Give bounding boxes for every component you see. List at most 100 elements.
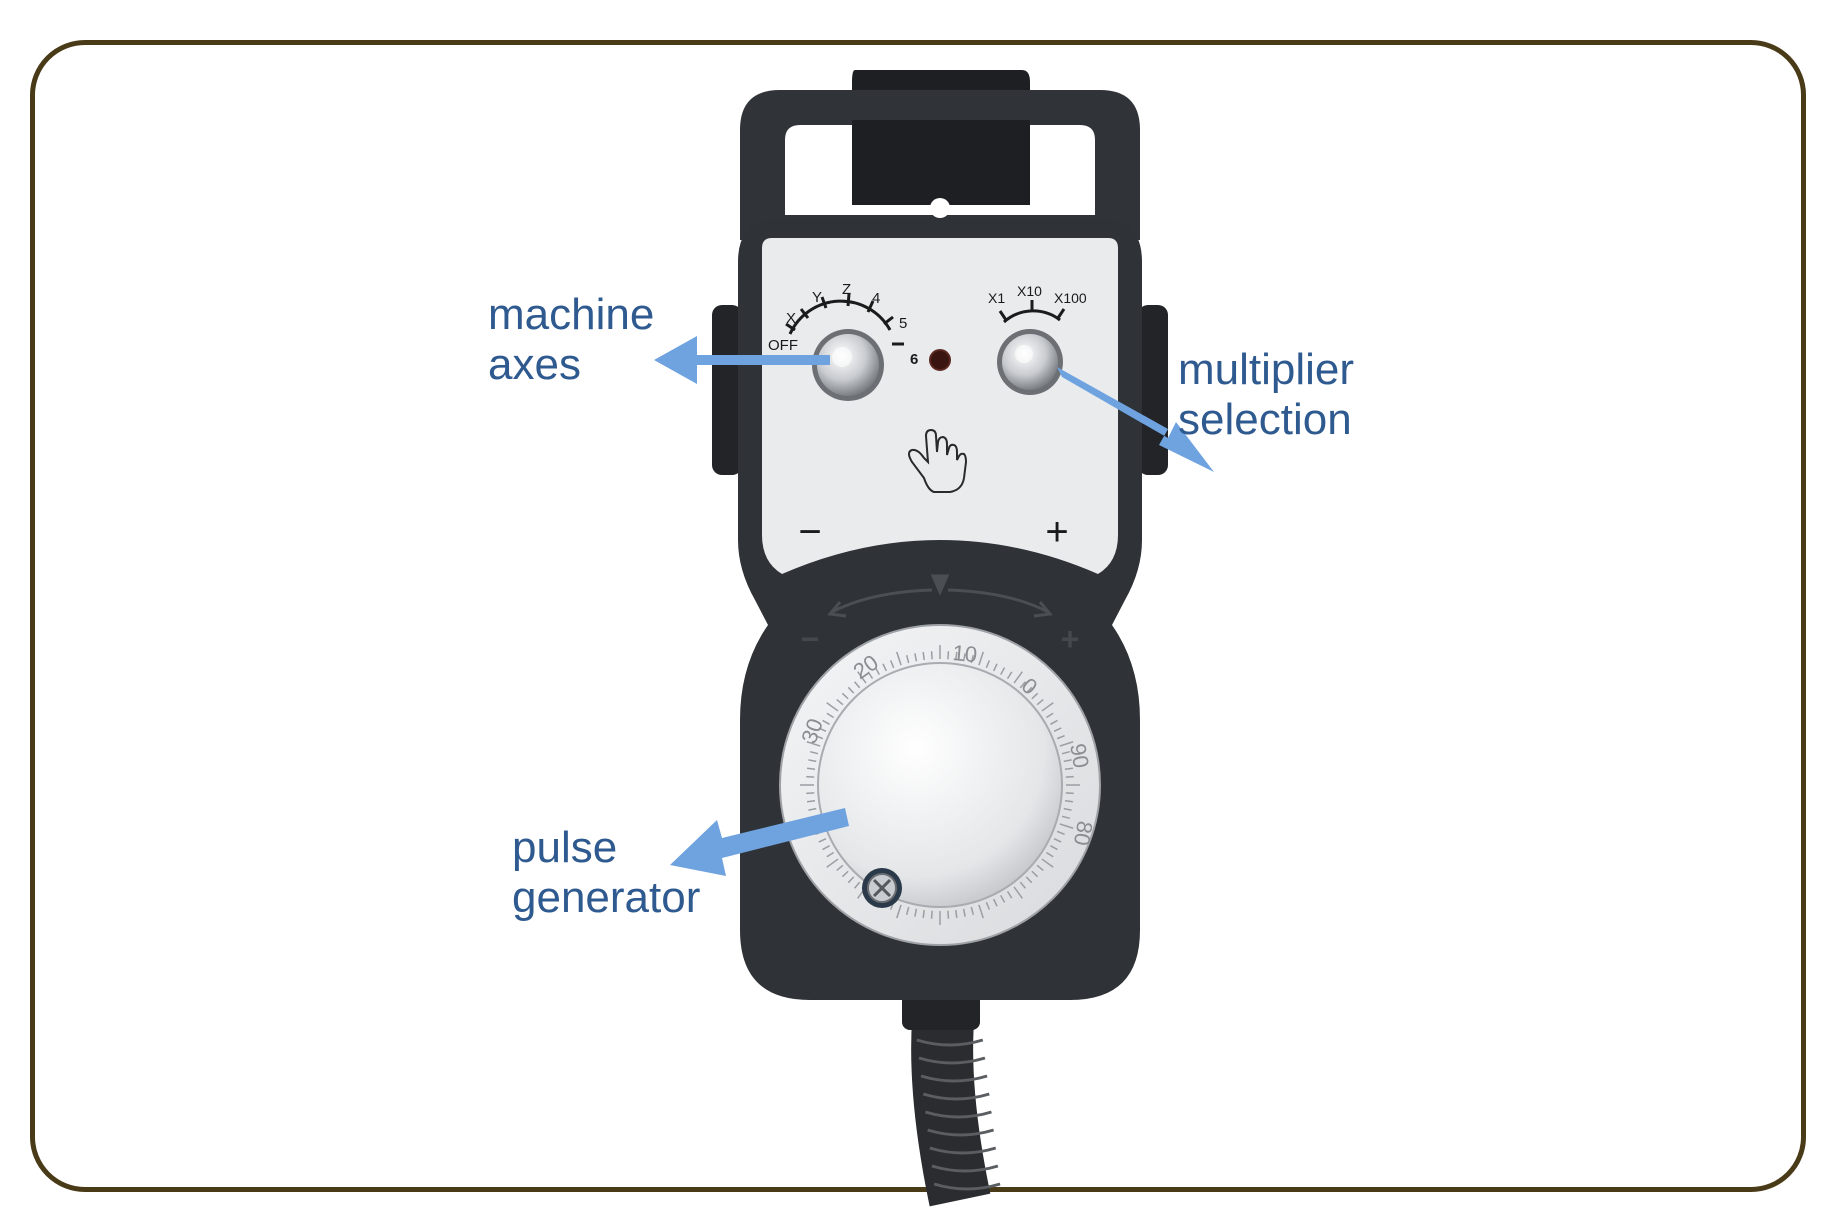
wheel-tick bbox=[896, 651, 902, 666]
wheel-tick bbox=[914, 908, 918, 917]
wheel-tick bbox=[889, 660, 895, 669]
wheel-tick bbox=[808, 759, 817, 763]
wheel-tick bbox=[1045, 851, 1054, 858]
axis-label-z: Z bbox=[842, 281, 851, 298]
wheel-tick bbox=[841, 692, 849, 700]
wheel-tick bbox=[867, 671, 874, 680]
wheel-tick bbox=[905, 655, 910, 664]
wheel-tick bbox=[978, 904, 984, 919]
callout-machine-axes-line-2: axes bbox=[488, 340, 581, 389]
wheel-tick bbox=[1045, 712, 1054, 719]
wheel-tick bbox=[1059, 823, 1074, 829]
wheel-ticks bbox=[800, 645, 1080, 925]
wheel-tick bbox=[1065, 775, 1074, 778]
wheel-tick bbox=[947, 651, 950, 660]
wheel-tick bbox=[826, 702, 839, 712]
wheel-tick bbox=[806, 767, 816, 770]
wheel-tick bbox=[1056, 734, 1065, 740]
callout-pulse-generator: pulse generator bbox=[512, 823, 700, 923]
ring-direction-arrows bbox=[827, 574, 1053, 618]
wheel-tick bbox=[826, 858, 839, 868]
wheel-tick bbox=[1006, 671, 1013, 680]
wheel-tick bbox=[1064, 800, 1074, 803]
wheel-tick bbox=[1059, 741, 1074, 747]
axis-label-4: 4 bbox=[872, 290, 880, 307]
wheel-tick bbox=[847, 876, 855, 884]
right-side-grip bbox=[1138, 305, 1168, 475]
arrow-pulse-generator bbox=[670, 808, 849, 876]
wheel-tick bbox=[1019, 681, 1026, 689]
wheel-tick bbox=[836, 864, 844, 871]
wheel-tick bbox=[822, 719, 830, 725]
axis-label-off: OFF bbox=[768, 337, 798, 354]
wheel-tick bbox=[1025, 686, 1033, 694]
wheel-tick bbox=[1065, 792, 1074, 795]
faceplate bbox=[762, 238, 1118, 574]
wheel-tick bbox=[1013, 671, 1023, 684]
axis-label-6: 6 bbox=[910, 351, 918, 368]
cable-ridge bbox=[931, 1164, 999, 1173]
wheel-tick bbox=[905, 906, 910, 915]
wheel-handle-screw bbox=[862, 868, 902, 908]
wheel-tick bbox=[955, 909, 958, 919]
wheel-tick bbox=[1031, 692, 1039, 700]
wheel-tick bbox=[1041, 702, 1054, 712]
wheel-tick bbox=[808, 807, 817, 811]
status-led bbox=[929, 349, 951, 371]
cable-ridges bbox=[916, 1038, 1001, 1191]
dial-number-80: 80 bbox=[1069, 819, 1098, 847]
cable-ridge bbox=[929, 1146, 997, 1155]
wheel-tick bbox=[1031, 870, 1039, 878]
wheel-tick bbox=[962, 908, 966, 917]
hand-icon bbox=[908, 428, 968, 493]
wheel-tick bbox=[806, 792, 815, 795]
wheel-tick bbox=[1036, 699, 1044, 706]
axis-label-y: Y bbox=[812, 289, 822, 306]
wheel-tick bbox=[1000, 895, 1006, 903]
wheel-tick bbox=[810, 750, 819, 755]
wheel-tick bbox=[806, 775, 815, 778]
cable-ridge bbox=[933, 1182, 1001, 1191]
callout-machine-axes: machine axes bbox=[488, 290, 654, 390]
ring-minus-sign: − bbox=[801, 621, 820, 657]
axis-selector-knob[interactable] bbox=[812, 329, 884, 401]
wheel-tick bbox=[1013, 886, 1023, 899]
arrow-multiplier-selection bbox=[1057, 367, 1214, 472]
wheel-tick bbox=[970, 906, 975, 915]
wheel-tick bbox=[1061, 750, 1070, 755]
wheel-tick bbox=[985, 901, 991, 910]
cable-ridge bbox=[925, 1110, 992, 1119]
wheel-tick bbox=[806, 741, 821, 747]
dial-number-10: 10 bbox=[952, 640, 979, 667]
wheel-tick bbox=[970, 655, 975, 664]
wheel-tick bbox=[1006, 890, 1013, 899]
wheel-tick bbox=[818, 837, 827, 843]
wheel-tick bbox=[857, 671, 867, 684]
multiplier-knob[interactable] bbox=[997, 329, 1063, 395]
cable-ridge bbox=[922, 1092, 990, 1101]
wheel-tick bbox=[1050, 845, 1058, 851]
multiplier-scale bbox=[998, 300, 1066, 324]
wheel-tick bbox=[854, 681, 861, 689]
multiplier-label-x100: X100 bbox=[1054, 290, 1087, 306]
wheel-tick bbox=[836, 699, 844, 706]
wheel-tick bbox=[914, 653, 918, 662]
axis-selector-scale bbox=[785, 293, 904, 346]
faceplate-minus-sign: − bbox=[798, 510, 821, 554]
axis-label-5: 5 bbox=[899, 315, 907, 332]
cable-ridge bbox=[920, 1074, 988, 1083]
ring-plus-sign: + bbox=[1061, 621, 1080, 657]
axis-label-x: X bbox=[786, 310, 796, 327]
wheel-tick bbox=[1061, 815, 1070, 820]
wheel-tick bbox=[1000, 667, 1006, 675]
wheel-tick bbox=[1041, 858, 1054, 868]
wheel-tick bbox=[822, 845, 830, 851]
pulse-generator-wheel[interactable]: 10 0 90 80 20 30 bbox=[779, 624, 1101, 946]
wheel-tick bbox=[962, 653, 966, 662]
wheel-tick bbox=[854, 881, 861, 889]
wheel-tick bbox=[1025, 876, 1033, 884]
wheel-tick bbox=[1056, 830, 1065, 836]
callout-pulse-generator-line-2: generator bbox=[512, 873, 701, 922]
callout-arrows bbox=[654, 336, 1214, 876]
